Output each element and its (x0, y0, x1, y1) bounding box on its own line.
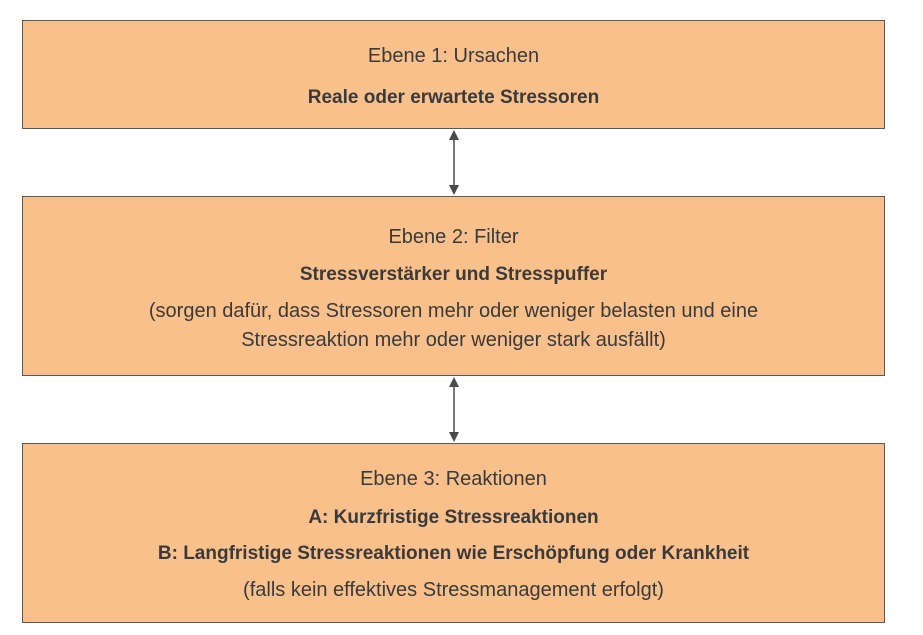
level1-title: Ebene 1: Ursachen (367, 45, 540, 67)
level2-note-line1: (sorgen dafür, dass Stressoren mehr oder… (148, 300, 759, 322)
level1-heading: Reale oder erwartete Stressoren (307, 87, 600, 108)
level2-heading: Stressverstärker und Stresspuffer (299, 264, 608, 285)
bidirectional-arrow-1-2 (449, 130, 459, 195)
level3-item-b: B: Langfristige Stressreaktionen wie Ers… (157, 543, 750, 564)
level3-note: (falls kein effektives Stressmanagement … (243, 579, 664, 601)
level2-title: Ebene 2: Filter (388, 226, 519, 248)
level2-note-line2: Stressreaktion mehr oder weniger stark a… (241, 329, 666, 351)
bidirectional-arrow-2-3 (449, 377, 459, 442)
level3-title: Ebene 3: Reaktionen (360, 468, 547, 490)
level3-box: Ebene 3: Reaktionen A: Kurzfristige Stre… (22, 443, 885, 623)
level1-box: Ebene 1: Ursachen Reale oder erwartete S… (22, 20, 885, 129)
level3-item-a: A: Kurzfristige Stressreaktionen (308, 507, 599, 528)
level2-box: Ebene 2: Filter Stressverstärker und Str… (22, 196, 885, 376)
